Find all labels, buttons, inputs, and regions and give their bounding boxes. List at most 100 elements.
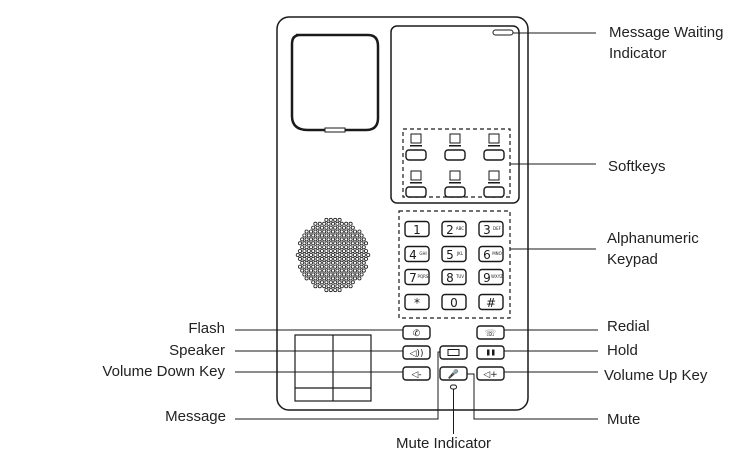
keypad-key-frame[interactable] <box>478 220 504 238</box>
flash-key[interactable]: ✆ <box>402 325 431 340</box>
grille-hole <box>311 233 316 238</box>
softkey[interactable] <box>405 133 427 161</box>
keypad-key-frame[interactable] <box>441 220 467 238</box>
grille-hole <box>341 264 346 269</box>
grille-hole <box>348 237 353 242</box>
label-softkeys: Softkeys <box>608 158 666 175</box>
grille-hole <box>306 264 311 269</box>
grille-hole <box>308 260 313 265</box>
label-mute-indicator: Mute Indicator <box>396 435 492 452</box>
keypad-key-frame[interactable] <box>478 293 504 311</box>
grille-hole <box>344 245 349 250</box>
grille-hole <box>322 260 327 265</box>
grille-hole <box>311 249 316 254</box>
grille-hole <box>359 264 364 269</box>
grille-hole <box>344 260 349 265</box>
keypad-key-frame[interactable] <box>441 245 467 263</box>
grille-hole <box>350 256 355 261</box>
grille-hole <box>363 264 368 269</box>
hold-key[interactable] <box>476 345 505 360</box>
mute-key[interactable]: 🎤 <box>439 366 468 381</box>
handset-clip <box>324 127 346 133</box>
keypad-key-frame[interactable] <box>441 268 467 286</box>
keypad-key-frame[interactable] <box>404 245 430 263</box>
grille-hole <box>304 276 309 281</box>
grille-hole <box>350 280 355 285</box>
keypad-key[interactable]: 1 <box>404 220 430 238</box>
grille-hole <box>317 237 322 242</box>
softkey[interactable] <box>483 133 505 161</box>
volume-down-key[interactable]: ◁- <box>402 366 431 381</box>
keypad-key[interactable]: * <box>404 293 430 311</box>
softkey-button[interactable] <box>483 186 505 198</box>
message-key[interactable] <box>439 345 468 360</box>
grille-hole <box>326 268 331 273</box>
softkey-button[interactable] <box>405 186 427 198</box>
keypad-key[interactable]: 0 <box>441 293 467 311</box>
keypad-key-frame[interactable] <box>478 245 504 263</box>
grille-hole <box>317 245 322 250</box>
keypad-key[interactable]: # <box>478 293 504 311</box>
volume-up-key[interactable]: ◁+ <box>476 366 505 381</box>
grille-hole <box>319 225 324 230</box>
label-flash: Flash <box>188 320 225 337</box>
grille-hole <box>352 245 357 250</box>
grille-hole <box>306 256 311 261</box>
keypad-key-digit: # <box>486 296 496 310</box>
grille-hole <box>328 233 333 238</box>
softkey-button[interactable] <box>405 149 427 161</box>
grille-hole <box>341 280 346 285</box>
grille-hole <box>306 249 311 254</box>
grille-hole <box>337 280 342 285</box>
keypad-key-letters: TUV <box>455 274 464 279</box>
grille-hole <box>322 229 327 234</box>
softkey[interactable] <box>444 170 466 198</box>
speaker-key[interactable]: ◁)) <box>402 345 431 360</box>
softkey[interactable] <box>444 133 466 161</box>
grille-hole <box>304 229 309 234</box>
grille-hole <box>315 241 320 246</box>
keypad-key-frame[interactable] <box>404 293 430 311</box>
softkey[interactable] <box>483 170 505 198</box>
grille-hole <box>337 233 342 238</box>
grille-hole <box>317 221 322 226</box>
grille-hole <box>350 264 355 269</box>
softkey-button[interactable] <box>444 186 466 198</box>
grille-hole <box>341 249 346 254</box>
softkey-button[interactable] <box>444 149 466 161</box>
grille-hole <box>306 233 311 238</box>
keypad-key-frame[interactable] <box>478 268 504 286</box>
keypad-key-frame[interactable] <box>404 268 430 286</box>
keypad-key-frame[interactable] <box>441 293 467 311</box>
svg-text:◁-: ◁- <box>411 370 421 380</box>
grille-hole <box>355 241 360 246</box>
grille-hole <box>319 264 324 269</box>
keypad-key-frame[interactable] <box>404 220 430 238</box>
grille-hole <box>341 256 346 261</box>
softkey[interactable] <box>405 170 427 198</box>
mute-indicator-led <box>450 384 457 390</box>
grille-hole <box>311 225 316 230</box>
grille-hole <box>333 264 338 269</box>
svg-text:◁+: ◁+ <box>483 370 497 380</box>
redial-key[interactable]: ☏ <box>476 325 505 340</box>
grille-hole <box>317 252 322 257</box>
grille-hole <box>346 225 351 230</box>
grille-hole <box>352 276 357 281</box>
grille-hole <box>297 241 302 246</box>
softkey-3-icon <box>488 133 500 144</box>
keypad-key-digit: 3 <box>483 223 491 237</box>
softkeys-frame <box>402 128 511 198</box>
grille-hole <box>302 256 307 261</box>
grille-hole <box>359 272 364 277</box>
softkey-button[interactable] <box>483 149 505 161</box>
grille-hole <box>326 252 331 257</box>
